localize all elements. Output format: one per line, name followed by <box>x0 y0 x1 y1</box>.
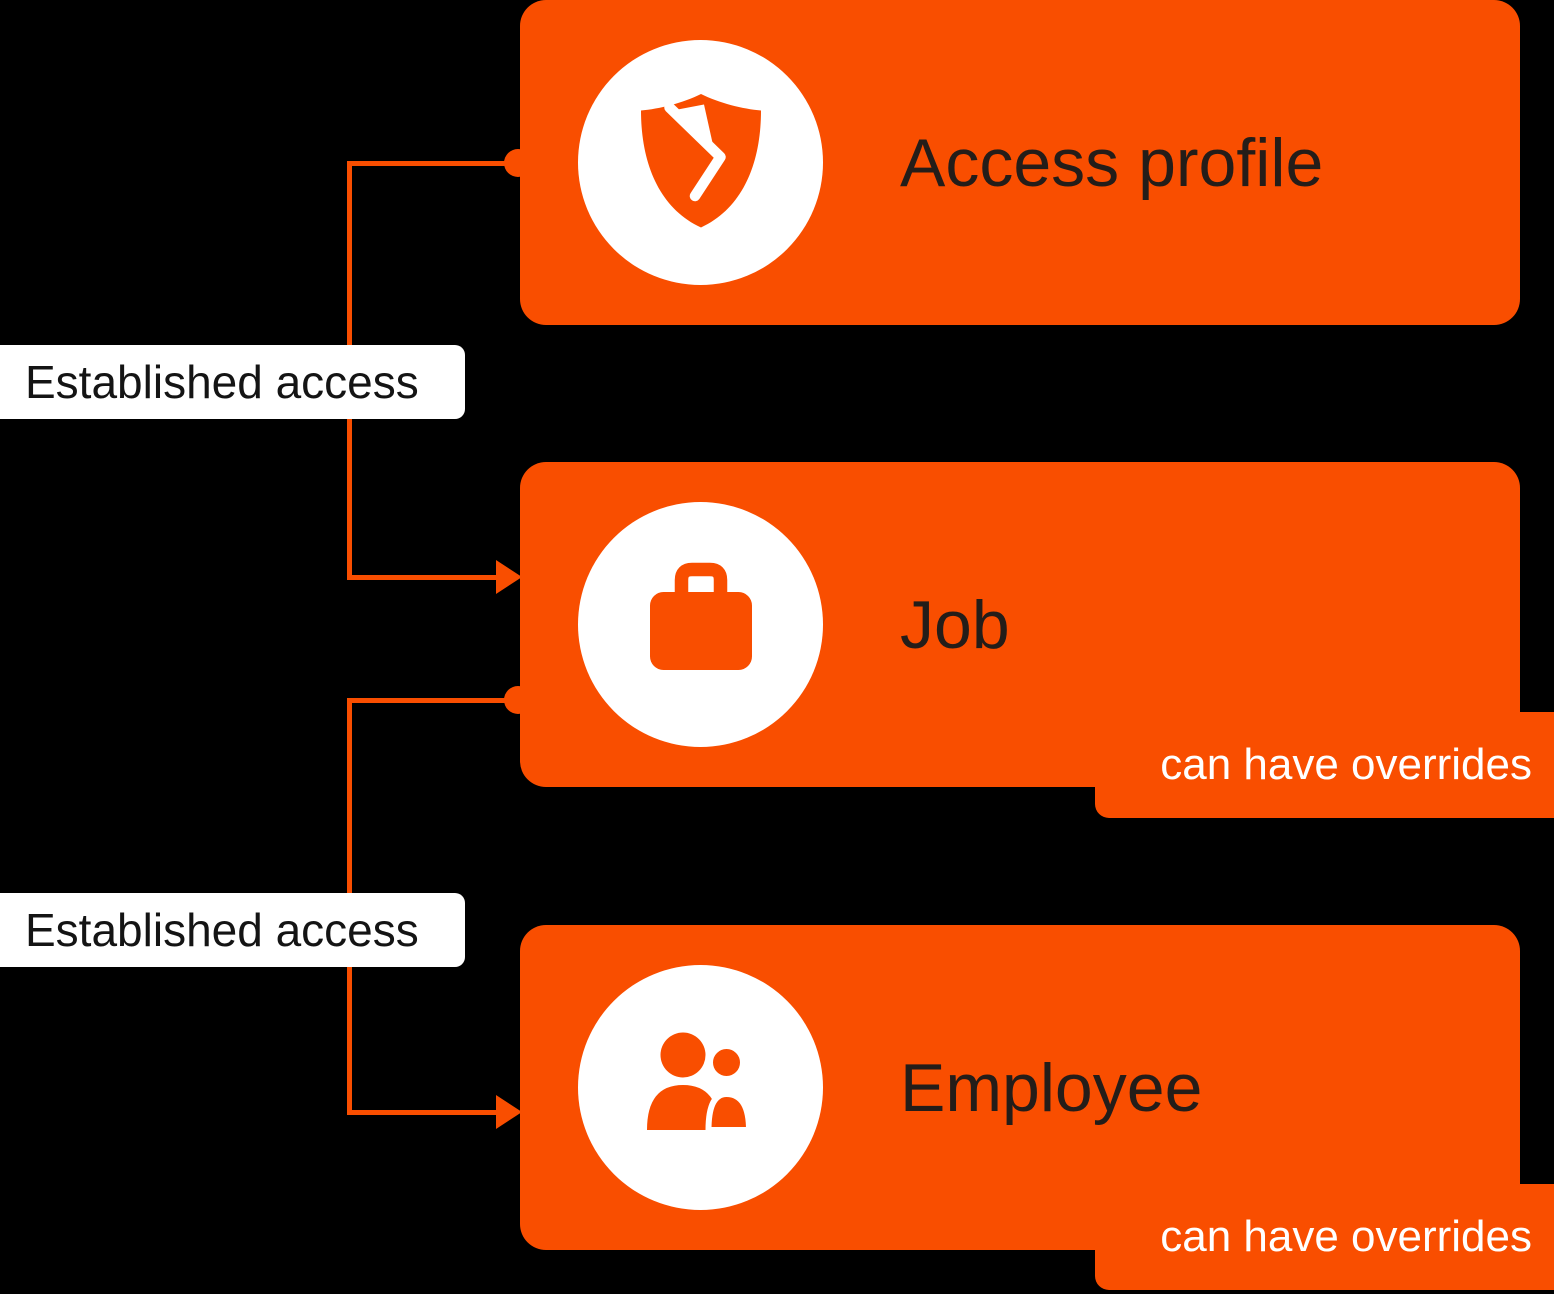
people-icon <box>626 1010 776 1165</box>
connector-1-arrowhead <box>496 560 522 594</box>
card-title: Access profile <box>900 124 1324 201</box>
card-title: Employee <box>900 1049 1203 1126</box>
connector-2-arrowhead <box>496 1095 522 1129</box>
briefcase-icon <box>626 547 776 702</box>
connector-1-top-segment <box>347 161 515 166</box>
card-employee: Employee <box>520 925 1520 1250</box>
override-badge-label: can have overrides <box>1160 1212 1532 1261</box>
override-badge-employee: can have overrides <box>1095 1184 1554 1290</box>
card-access-profile: Access profile <box>520 0 1520 325</box>
connector-1-label-box: Established access <box>0 345 465 419</box>
connector-2-label: Established access <box>25 904 419 956</box>
connector-1-label: Established access <box>25 356 419 408</box>
connector-2-bottom-segment <box>347 1110 500 1115</box>
connector-2-label-box: Established access <box>0 893 465 967</box>
briefcase-icon-circle <box>578 502 823 747</box>
people-icon-circle <box>578 965 823 1210</box>
shield-icon-circle <box>578 40 823 285</box>
connector-2-top-segment <box>347 698 515 703</box>
card-title: Job <box>900 586 1010 663</box>
override-badge-job: can have overrides <box>1095 712 1554 818</box>
override-badge-label: can have overrides <box>1160 740 1532 789</box>
card-job: Job <box>520 462 1520 787</box>
shield-icon <box>626 85 776 240</box>
connector-1-bottom-segment <box>347 575 500 580</box>
